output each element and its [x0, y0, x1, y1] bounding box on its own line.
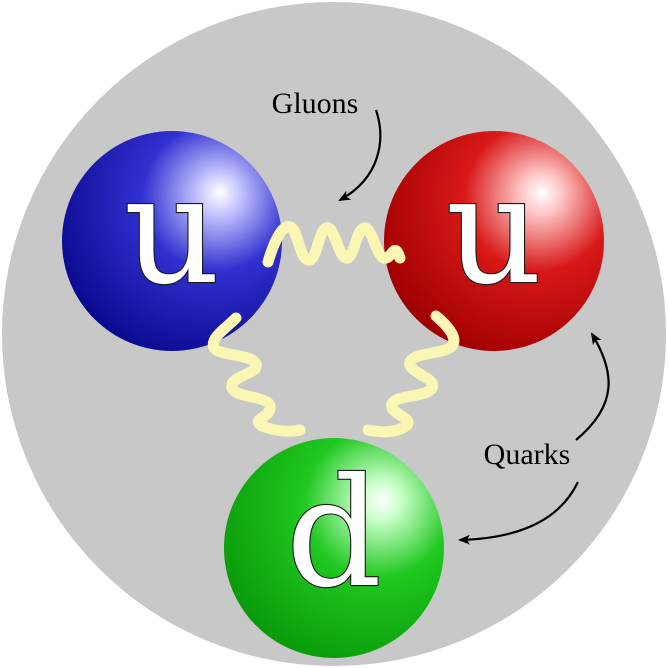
gluons-arrow	[338, 109, 382, 201]
gluon-left	[207, 312, 306, 437]
quark-up-right: u	[384, 131, 604, 351]
quarks-label: Quarks	[484, 438, 571, 471]
quarks-arrow-up	[575, 332, 610, 441]
gluons-label: Gluons	[272, 87, 359, 120]
gluon-top	[262, 221, 406, 268]
quarks-arrow-down	[458, 481, 579, 545]
quark-down: d	[224, 438, 444, 658]
quark-letter-down: d	[286, 447, 382, 621]
gluon-right	[362, 310, 460, 438]
quark-letter-up-right: u	[446, 144, 543, 318]
quark-sphere-green	[224, 438, 444, 658]
quark-up-left: u	[62, 131, 282, 351]
quark-letter-up-left: u	[124, 144, 221, 318]
quark-sphere-red	[384, 131, 604, 351]
quark-sphere-blue	[62, 131, 282, 351]
